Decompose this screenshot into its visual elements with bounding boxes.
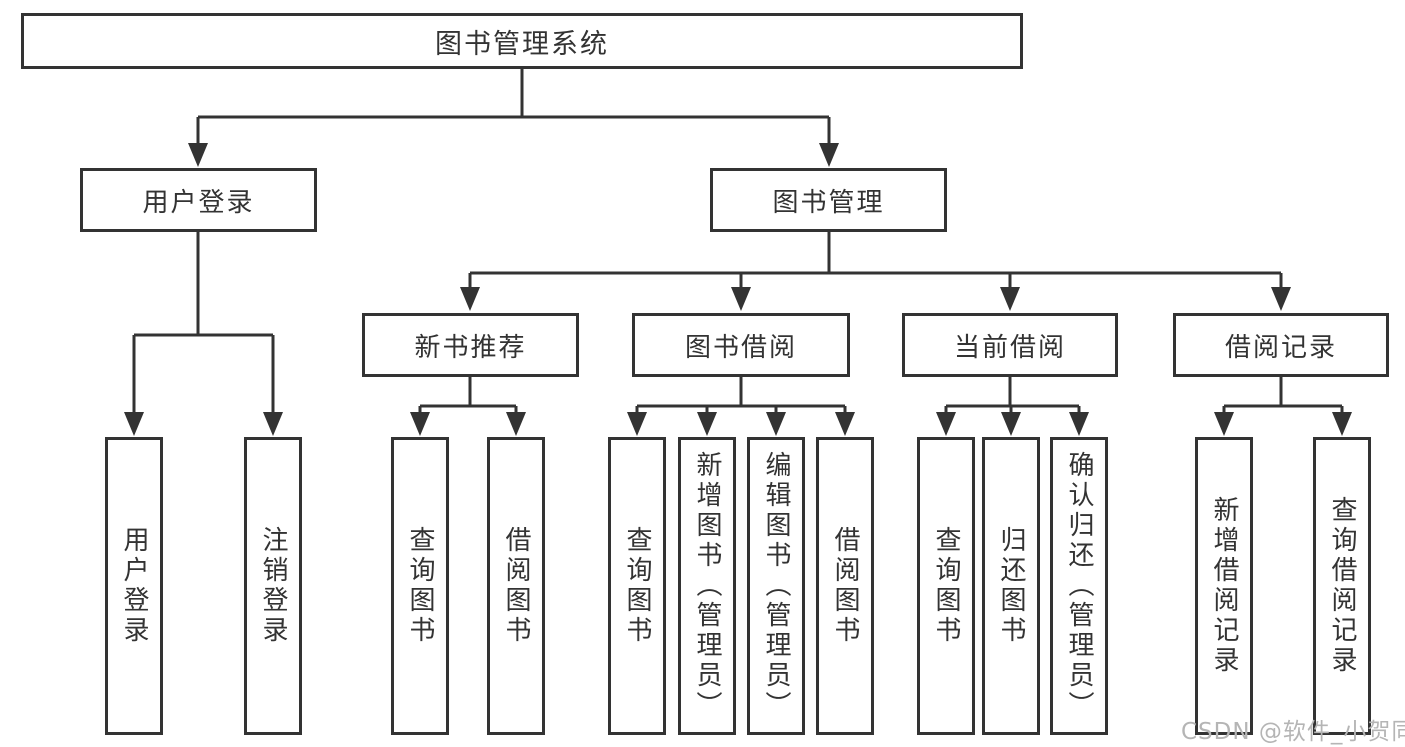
node-new-book-recommend: 新书推荐 <box>362 313 579 377</box>
node-leaf-return-books: 归还图书 <box>982 437 1040 735</box>
arrowhead-icon <box>263 412 283 436</box>
node-leaf-borrow-books-2: 借阅图书 <box>816 437 874 735</box>
node-label: 借阅图书 <box>830 526 860 646</box>
node-label: 注销登录 <box>258 526 288 646</box>
node-label: 确认归还（管理员） <box>1064 451 1094 721</box>
node-label: 编辑图书（管理员） <box>761 451 791 721</box>
node-label: 查询借阅记录 <box>1327 496 1357 676</box>
node-label: 查询图书 <box>405 526 435 646</box>
node-label: 查询图书 <box>622 526 652 646</box>
connector-book-borrow-children <box>635 377 847 416</box>
arrowhead-icon <box>835 412 855 436</box>
node-leaf-add-books-admin: 新增图书（管理员） <box>678 437 736 735</box>
arrowhead-icon <box>410 412 430 436</box>
connector-new-book-children <box>418 377 518 416</box>
node-leaf-borrow-books-1: 借阅图书 <box>487 437 545 735</box>
arrowheads <box>124 143 1352 436</box>
node-label: 归还图书 <box>996 526 1026 646</box>
node-label: 新增借阅记录 <box>1209 496 1239 676</box>
connector-root-to-level2 <box>196 69 831 146</box>
arrowhead-icon <box>731 287 751 311</box>
node-label: 查询图书 <box>931 526 961 646</box>
node-borrow-records: 借阅记录 <box>1173 313 1389 377</box>
node-label: 借阅图书 <box>501 526 531 646</box>
watermark: CSDN @软件_小贺同学 <box>1181 719 1405 745</box>
arrowhead-icon <box>460 287 480 311</box>
node-leaf-add-borrow-record: 新增借阅记录 <box>1195 437 1253 735</box>
arrowhead-icon <box>627 412 647 436</box>
node-label: 图书管理系统 <box>435 28 609 60</box>
node-label: 当前借阅 <box>953 332 1066 363</box>
node-label: 新增图书（管理员） <box>692 451 722 721</box>
node-leaf-confirm-return-admin: 确认归还（管理员） <box>1050 437 1108 735</box>
arrowhead-icon <box>506 412 526 436</box>
node-book-management: 图书管理 <box>710 168 947 232</box>
node-leaf-edit-books-admin: 编辑图书（管理员） <box>747 437 805 735</box>
node-leaf-query-books-3: 查询图书 <box>917 437 975 735</box>
node-user-login: 用户登录 <box>80 168 317 232</box>
node-book-borrow: 图书借阅 <box>632 313 850 377</box>
node-leaf-query-books-2: 查询图书 <box>608 437 666 735</box>
connector-book-management-children <box>468 232 1283 291</box>
connector-user-login-children <box>132 232 275 416</box>
arrowhead-icon <box>124 412 144 436</box>
arrowhead-icon <box>1214 412 1234 436</box>
arrowhead-icon <box>819 143 839 167</box>
arrowhead-icon <box>697 412 717 436</box>
node-leaf-user-login: 用户登录 <box>105 437 163 735</box>
arrowhead-icon <box>188 143 208 167</box>
node-root: 图书管理系统 <box>21 13 1023 69</box>
arrowhead-icon <box>1001 412 1021 436</box>
node-label: 图书借阅 <box>684 332 797 363</box>
arrowhead-icon <box>1069 412 1089 436</box>
arrowhead-icon <box>766 412 786 436</box>
node-leaf-query-borrow-record: 查询借阅记录 <box>1313 437 1371 735</box>
connector-borrow-records-children <box>1222 377 1344 416</box>
arrowhead-icon <box>1332 412 1352 436</box>
node-label: 用户登录 <box>119 526 149 646</box>
node-leaf-logout: 注销登录 <box>244 437 302 735</box>
node-label: 图书管理 <box>772 187 885 218</box>
node-label: 新书推荐 <box>414 332 527 363</box>
arrowhead-icon <box>1271 287 1291 311</box>
node-label: 借阅记录 <box>1224 332 1337 363</box>
arrowhead-icon <box>1000 287 1020 311</box>
node-label: 用户登录 <box>142 187 255 218</box>
arrowhead-icon <box>936 412 956 436</box>
node-current-borrow: 当前借阅 <box>902 313 1118 377</box>
node-leaf-query-books-1: 查询图书 <box>391 437 449 735</box>
connector-current-borrow-children <box>944 377 1081 416</box>
